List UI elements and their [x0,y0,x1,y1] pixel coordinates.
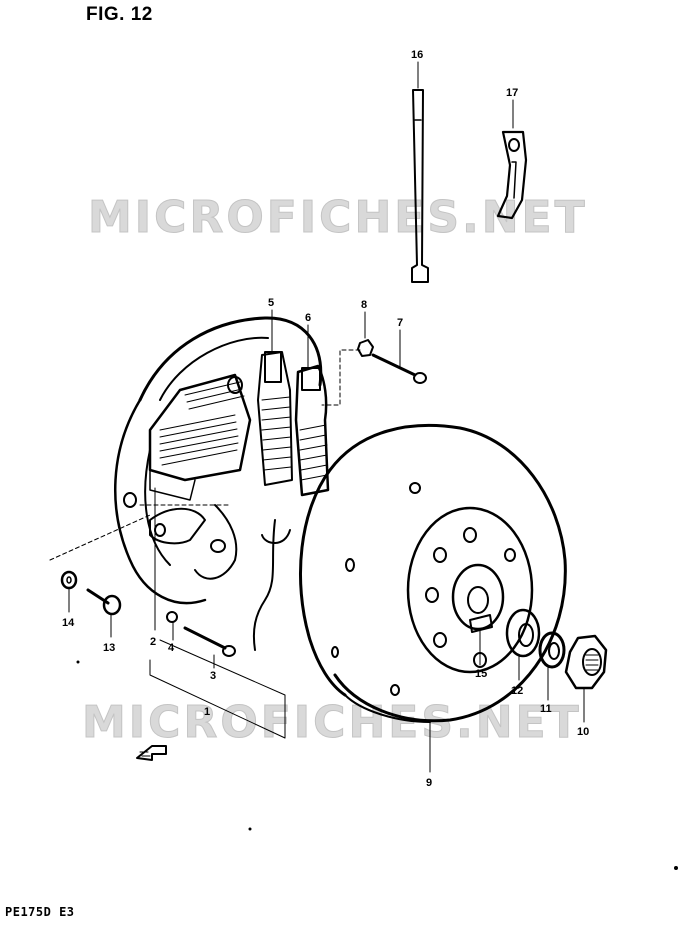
callout-5: 5 [268,297,274,309]
part-2-charging-coil [148,373,252,501]
callout-16: 16 [411,49,423,61]
part-13-screw [86,588,122,616]
callout-9: 9 [426,777,432,789]
callout-8: 8 [361,299,367,311]
callout-14: 14 [62,617,75,629]
figure-title: FIG. 12 [86,4,153,25]
front-arrow-icon [136,745,167,761]
callout-labels: 1 2 3 4 5 6 7 8 9 10 11 12 13 14 15 16 1… [62,49,589,789]
part-17-clamp [496,99,528,220]
part-15-woodruff-key [469,614,493,633]
part-9-flywheel-rotor [298,423,567,723]
part-14-washer [60,570,78,590]
callout-11: 11 [540,703,552,715]
part-6-exciter-coil [294,364,330,497]
speck [248,827,252,831]
part-11-lock-washer [538,631,566,669]
callout-13: 13 [103,642,115,654]
leader-lines [49,309,585,773]
callout-2: 2 [150,636,156,648]
callout-7: 7 [397,317,403,329]
wire-grommet [261,529,291,544]
callout-1: 1 [204,706,210,718]
stator-base-plate [114,316,323,605]
callout-6: 6 [305,312,311,324]
model-code: PE175D E3 [5,905,75,919]
part-3-screw [183,626,236,657]
speck [76,660,80,664]
part-10-nut [564,634,608,690]
callout-17: 17 [506,87,518,99]
callout-4: 4 [168,642,175,654]
watermark-bottom: MICROFICHES.NET [82,697,582,748]
callout-12: 12 [511,685,523,697]
wire-lead [252,519,276,651]
callout-10: 10 [577,726,589,738]
part-4-washer [166,611,178,623]
part-7-screw [371,353,427,384]
part-16-wire-strap [411,61,429,283]
callout-3: 3 [210,670,216,682]
part-5-lighting-coil [257,351,293,486]
callout-15: 15 [475,668,487,680]
part-8-small-nut [357,339,374,357]
part-12-washer [505,608,541,658]
speck [674,866,678,870]
